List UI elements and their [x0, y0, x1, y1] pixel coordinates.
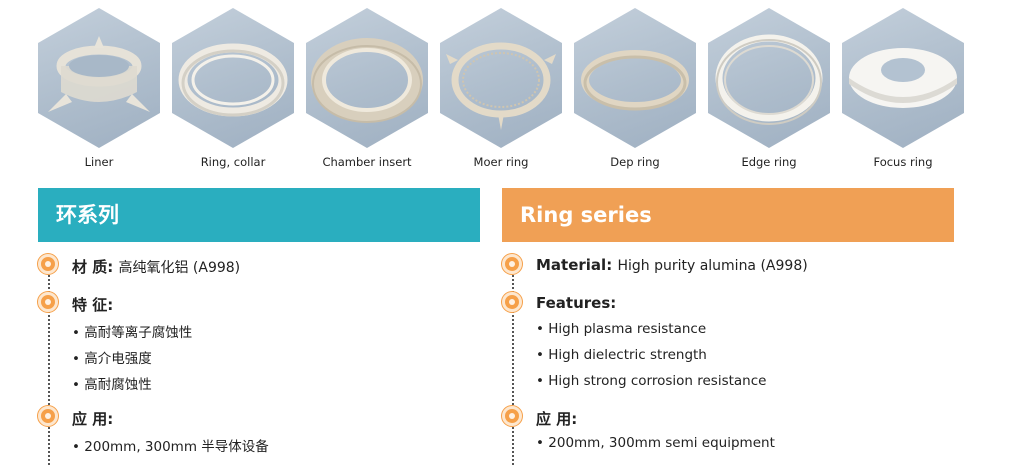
product-ring-collar: Ring, collar: [170, 8, 296, 178]
en-section-title: Ring series: [502, 188, 954, 242]
product-label: Liner: [84, 155, 114, 169]
product-liner: Liner: [36, 8, 162, 178]
en-material-value: High purity alumina (A998): [617, 258, 808, 274]
cn-section-title: 环系列: [38, 188, 480, 242]
cn-material-label: 材 质:: [72, 258, 114, 276]
focus-ring-icon: [849, 48, 957, 108]
chamber-insert-icon: [311, 38, 423, 123]
cn-feature-item: 高耐等离子腐蚀性: [72, 321, 192, 341]
product-label: Focus ring: [873, 155, 933, 169]
product-moer-ring: Moer ring: [438, 8, 564, 178]
dotted-timeline: [512, 264, 514, 465]
bullet-dot-icon: [502, 406, 522, 426]
en-feature-item: High plasma resistance: [536, 321, 706, 337]
hexagon-tile: [172, 8, 294, 148]
product-chamber-insert: Chamber insert: [304, 8, 430, 178]
en-application-item: 200mm, 300mm semi equipment: [536, 435, 775, 451]
dotted-timeline: [48, 264, 50, 465]
en-material-label: Material:: [536, 256, 613, 274]
dep-ring-icon: [581, 50, 689, 111]
hexagon-tile: [574, 8, 696, 148]
product-dep-ring: Dep ring: [572, 8, 698, 178]
product-label: Dep ring: [610, 155, 660, 169]
bullet-dot-icon: [502, 292, 522, 312]
bullet-dot-icon: [38, 292, 58, 312]
cn-feature-item: 高介电强度: [72, 347, 152, 367]
en-feature-item: High strong corrosion resistance: [536, 373, 766, 389]
cn-material-row: 材 质: 高纯氧化铝 (A998): [72, 256, 240, 277]
hexagon-tile: [708, 8, 830, 148]
hexagon-tile: [306, 8, 428, 148]
ring-collar-icon: [178, 43, 288, 117]
edge-ring-icon: [715, 34, 823, 125]
product-label: Moer ring: [473, 155, 529, 169]
product-label: Ring, collar: [200, 155, 266, 169]
cn-feature-item: 高耐腐蚀性: [72, 373, 152, 393]
hexagon-tile: [842, 8, 964, 148]
bullet-dot-icon: [38, 254, 58, 274]
cn-application-label: 应 用:: [72, 410, 114, 428]
bullet-dot-icon: [38, 406, 58, 426]
product-label: Chamber insert: [322, 155, 412, 169]
hexagon-tile: [38, 8, 160, 148]
product-focus-ring: Focus ring: [840, 8, 966, 178]
cn-features-label: 特 征:: [72, 296, 114, 314]
en-feature-item: High dielectric strength: [536, 347, 707, 363]
moer-ring-icon: [446, 42, 556, 130]
cn-application-item: 200mm, 300mm 半导体设备: [72, 435, 269, 455]
en-application-label: 应 用:: [536, 410, 578, 428]
liner-icon: [48, 36, 150, 112]
en-features-label: Features:: [536, 294, 617, 312]
hexagon-tile: [440, 8, 562, 148]
cn-spec-list: 材 质: 高纯氧化铝 (A998) 特 征: 高耐等离子腐蚀性 高介电强度 高耐…: [38, 250, 478, 465]
en-spec-list: Material: High purity alumina (A998) Fea…: [502, 250, 954, 465]
product-label: Edge ring: [741, 155, 797, 169]
cn-material-value: 高纯氧化铝 (A998): [118, 260, 241, 276]
bullet-dot-icon: [502, 254, 522, 274]
en-material-row: Material: High purity alumina (A998): [536, 256, 808, 274]
product-gallery: Liner Ring, collar Chamber insert: [36, 8, 976, 178]
product-edge-ring: Edge ring: [706, 8, 832, 178]
